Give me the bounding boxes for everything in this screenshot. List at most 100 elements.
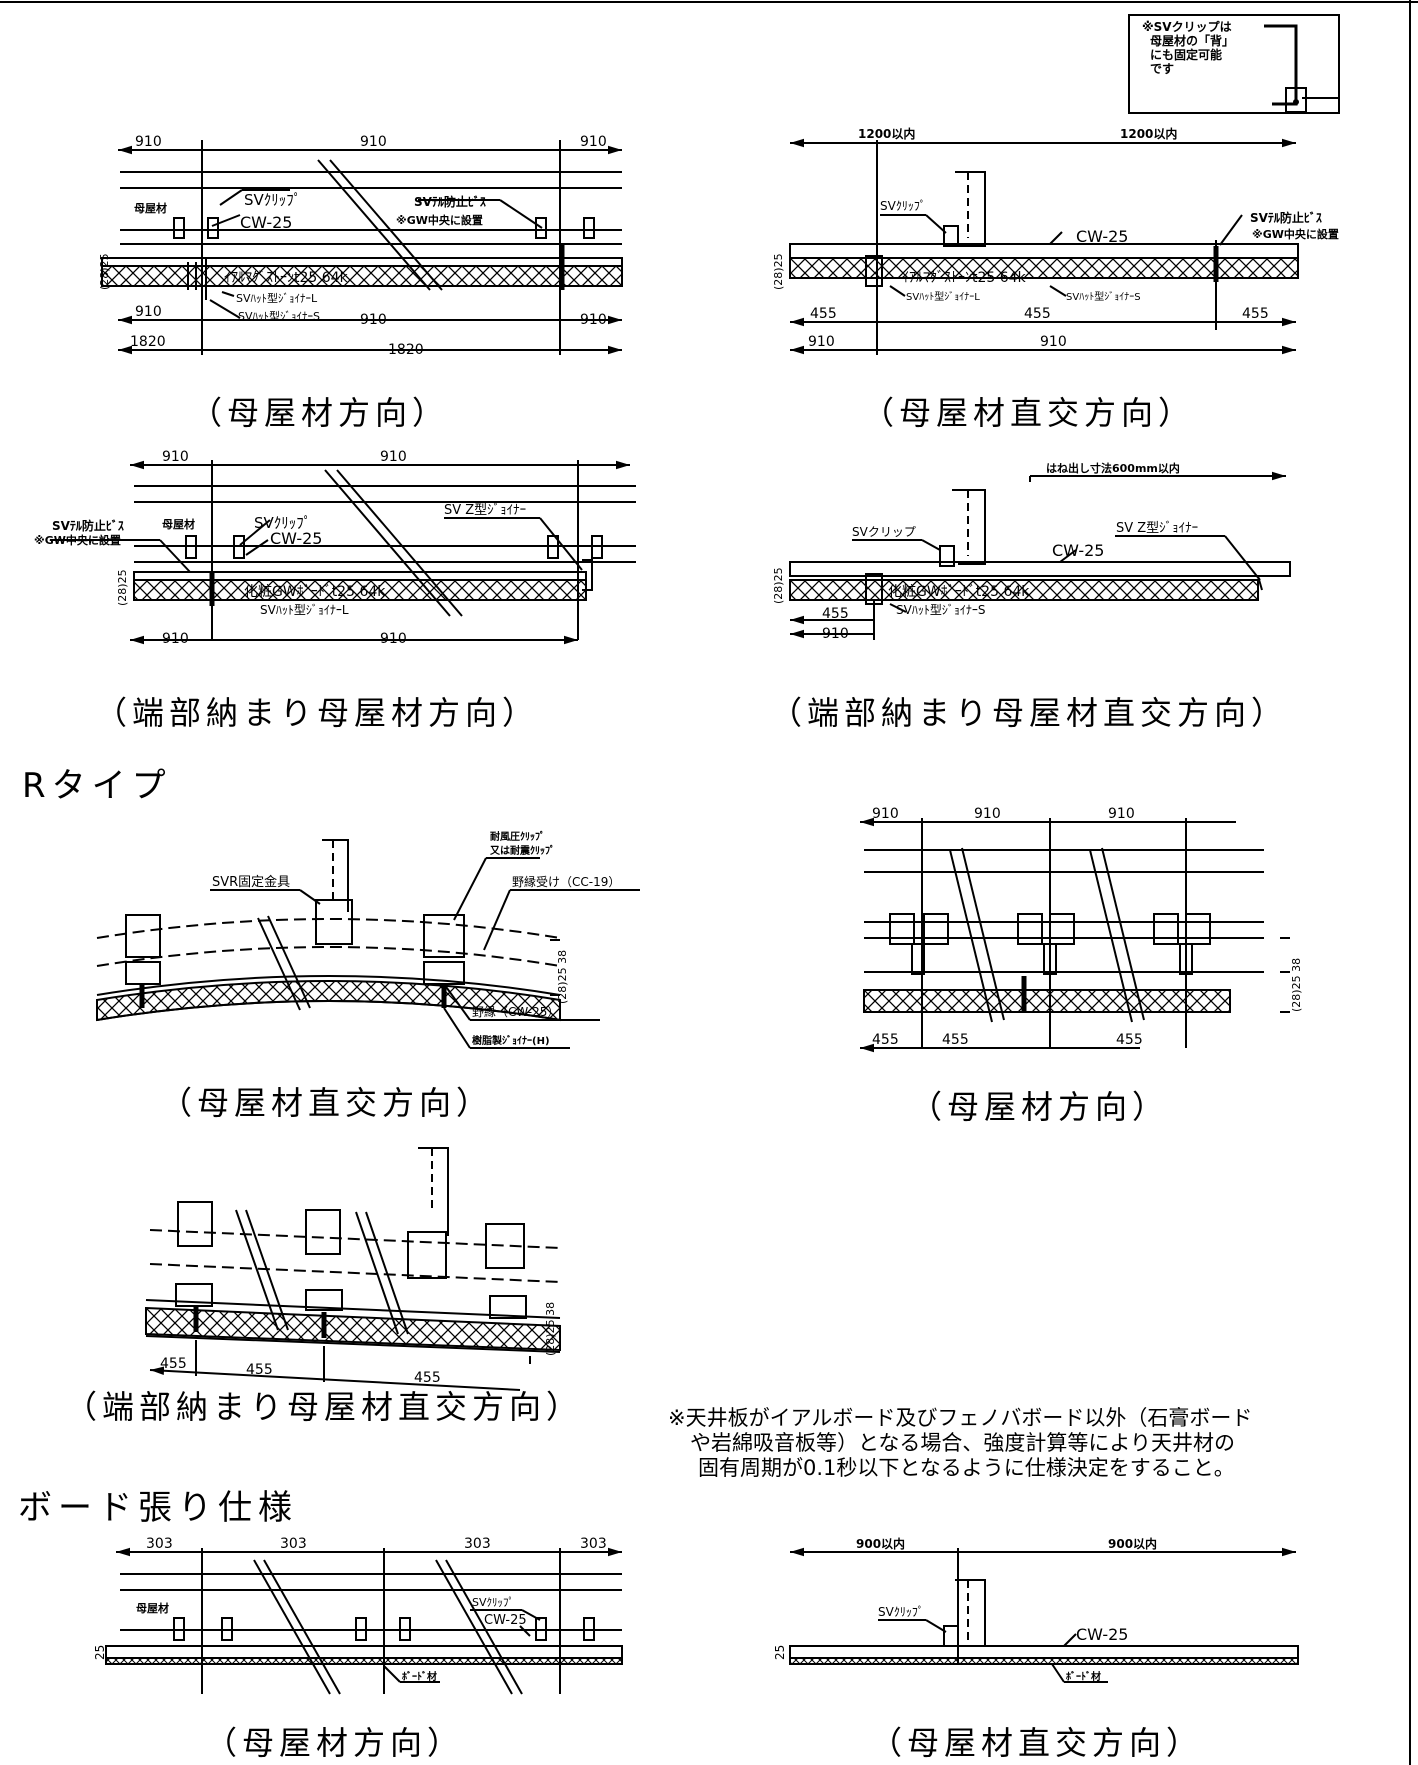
- d6-dim-top-1: 910: [872, 806, 899, 822]
- d1-label-thk: (28)25: [98, 253, 111, 290]
- d4-label-top: はね出し寸法600mm以内: [1046, 461, 1180, 475]
- d1-dim-top-3: 910: [580, 134, 607, 150]
- diagram-7: [145, 1147, 561, 1391]
- caption-7: （端部納まり母屋材直交方向）: [65, 1388, 584, 1426]
- d7-dim-b-3: 455: [414, 1370, 441, 1386]
- d2-label-cw: CW-25: [1076, 227, 1128, 246]
- d9-dim-top-1: 900以内: [856, 1536, 905, 1551]
- d8-label-moya: 母屋材: [136, 1601, 169, 1615]
- d4-label-board: 化粧GWﾎﾞｰﾄﾞt25 64k: [888, 584, 1030, 600]
- d6-dim-b-1: 455: [872, 1032, 899, 1048]
- d3-label-cw: CW-25: [270, 529, 322, 548]
- d1-dim-b1-2: 910: [360, 312, 387, 328]
- caption-4: （端部納まり母屋材直交方向）: [770, 694, 1289, 732]
- inset-note-line-3: にも固定可能: [1150, 48, 1223, 62]
- diagram-5: [96, 839, 640, 1049]
- d1-dim-b1-3: 910: [580, 312, 607, 328]
- d1-label-board: ｲｱﾙﾏｸﾞｽﾄｰﾝt25 64k: [224, 270, 349, 286]
- d2-label-clip: SVｸﾘｯﾌﾟ: [880, 199, 926, 213]
- d9-dim-top-2: 900以内: [1108, 1536, 1157, 1551]
- d1-dim-b2-1: 1820: [130, 334, 166, 350]
- d9-label-board: ﾎﾞｰﾄﾞ材: [1066, 1670, 1101, 1683]
- d3-label-board: 化粧GWﾎﾞｰﾄﾞt25 64k: [244, 584, 386, 600]
- d2-dim-b1-3: 455: [1242, 306, 1269, 322]
- board-spec-note-line-1: ※天井板がイアルボード及びフェノバボード以外（石膏ボード: [668, 1406, 1253, 1430]
- d2-label-jl: SVﾊｯﾄ型ｼﾞｮｲﾅｰL: [906, 290, 980, 303]
- d5-label-thk: (28)25 38: [556, 950, 569, 1004]
- board-spec-note-line-3: 固有周期が0.1秒以下となるように仕様決定をすること。: [698, 1456, 1235, 1480]
- d2-dim-top-2: 1200以内: [1120, 126, 1177, 141]
- caption-5: （母屋材直交方向）: [160, 1084, 494, 1122]
- d9-label-clip: SVｸﾘｯﾌﾟ: [878, 1605, 924, 1619]
- caption-1: （母屋材方向）: [190, 394, 450, 432]
- d6-dim-b-3: 455: [1116, 1032, 1143, 1048]
- d1-label-stop-2: ※GW中央に設置: [396, 213, 483, 227]
- d2-dim-b1-2: 455: [1024, 306, 1051, 322]
- d6-dim-b-2: 455: [942, 1032, 969, 1048]
- d5-label-cw: 野縁（CW-25）: [472, 1004, 559, 1019]
- d8-label-thk: 25: [93, 1645, 107, 1660]
- inset-note-line-1: ※SVクリップは: [1142, 20, 1232, 34]
- d4-dim-910: 910: [822, 626, 849, 642]
- d8-dim-top-2: 303: [280, 1536, 307, 1552]
- d3-dim-top-2: 910: [380, 449, 407, 465]
- inset-note-text: ※SVクリップは 母屋材の「背」 にも固定可能 です: [1142, 20, 1234, 76]
- d5-label-wind-1: 耐風圧ｸﾘｯﾌﾟ: [490, 830, 545, 843]
- d5-label-jh: 樹脂製ｼﾞｮｲﾅｰ(H): [472, 1034, 550, 1047]
- caption-8: （母屋材方向）: [205, 1724, 465, 1762]
- d3-label-stop-1: SVﾃﾙ防止ﾋﾞｽ: [52, 518, 124, 533]
- section-board-spec: ボード張り仕様: [18, 1488, 298, 1528]
- d2-label-stop-2: ※GW中央に設置: [1252, 227, 1339, 241]
- d4-label-js: SVﾊｯﾄ型ｼﾞｮｲﾅｰS: [896, 603, 985, 617]
- d2-label-board: ｲｱﾙﾏｸﾞｽﾄｰﾝt25 64k: [902, 270, 1027, 286]
- diagram-9: [789, 1547, 1299, 1683]
- d9-label-thk: 25: [773, 1645, 787, 1660]
- diagram-2: [789, 138, 1299, 355]
- caption-2: （母屋材直交方向）: [862, 394, 1196, 432]
- d3-label-clip: SVｸﾘｯﾌﾟ: [254, 514, 311, 532]
- section-r-type: Rタイプ: [22, 766, 172, 806]
- d3-dim-top-1: 910: [162, 449, 189, 465]
- caption-9: （母屋材直交方向）: [870, 1724, 1204, 1762]
- d8-dim-top-3: 303: [464, 1536, 491, 1552]
- diagram-1: [101, 140, 623, 355]
- d2-label-js: SVﾊｯﾄ型ｼﾞｮｲﾅｰS: [1066, 290, 1141, 303]
- d2-dim-b1-1: 455: [810, 306, 837, 322]
- d6-label-thk: (28)25 38: [1290, 958, 1303, 1012]
- d3-dim-b-2: 910: [380, 631, 407, 647]
- d5-label-fix: SVR固定金具: [212, 874, 290, 890]
- inset-note-line-4: です: [1150, 62, 1175, 76]
- d1-label-clip: SVｸﾘｯﾌﾟ: [244, 191, 301, 209]
- d2-dim-b2-1: 910: [808, 334, 835, 350]
- d2-label-stop-1: SVﾃﾙ防止ﾋﾞｽ: [1250, 210, 1322, 225]
- d8-label-board: ﾎﾞｰﾄﾞ材: [402, 1670, 437, 1683]
- d4-label-clip: SVクリップ: [852, 525, 916, 539]
- diagram-8: [105, 1547, 623, 1695]
- d3-label-stop-2: ※GW中央に設置: [34, 533, 121, 547]
- d2-label-thk: (28)25: [772, 253, 785, 290]
- d7-dim-b-1: 455: [160, 1356, 187, 1372]
- d1-label-jl: SVﾊｯﾄ型ｼﾞｮｲﾅｰL: [236, 291, 318, 305]
- d3-label-thk: (28)25: [116, 569, 129, 606]
- d4-label-z: SV Z型ｼﾞｮｲﾅｰ: [1116, 521, 1198, 536]
- d1-dim-b1-1: 910: [135, 304, 162, 320]
- inset-note-line-2: 母屋材の「背」: [1150, 34, 1235, 48]
- d8-dim-top-4: 303: [580, 1536, 607, 1552]
- inset-clip-icon: [1264, 24, 1338, 113]
- diagram-3: [50, 460, 636, 645]
- d8-label-cw: CW-25: [484, 1613, 527, 1628]
- d2-dim-top-1: 1200以内: [858, 126, 915, 141]
- d1-label-cw: CW-25: [240, 213, 292, 232]
- d5-label-wind-2: 又は耐震ｸﾘｯﾌﾟ: [489, 844, 555, 857]
- d8-dim-top-1: 303: [146, 1536, 173, 1552]
- d7-dim-b-2: 455: [246, 1362, 273, 1378]
- d1-label-stop-1: SVﾃﾙ防止ﾋﾞｽ: [414, 194, 486, 209]
- board-spec-note: ※天井板がイアルボード及びフェノバボード以外（石膏ボード や岩綿吸音板等）となる…: [668, 1406, 1252, 1481]
- d6-dim-top-2: 910: [974, 806, 1001, 822]
- d1-label-moya: 母屋材: [134, 201, 167, 215]
- d3-label-moya: 母屋材: [162, 517, 195, 531]
- diagram-6: [860, 817, 1290, 1053]
- d8-label-clip: SVｸﾘｯﾌﾟ: [472, 1596, 514, 1609]
- d6-dim-top-3: 910: [1108, 806, 1135, 822]
